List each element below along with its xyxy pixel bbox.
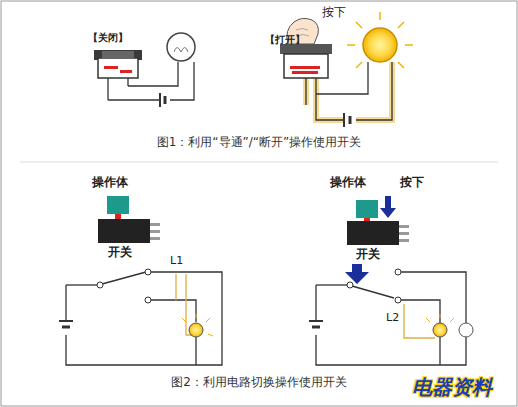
state-label: 【关闭】 xyxy=(88,32,128,44)
watermark: 电器资料 xyxy=(412,376,492,399)
switch-on xyxy=(280,12,413,127)
state-label: 【打开】 xyxy=(265,34,305,46)
part-label: 开关 xyxy=(356,248,380,262)
figure-caption: 图1：利用“导通”/“断开”操作使用开关 xyxy=(157,136,362,150)
changeover-circuit-right xyxy=(309,196,473,365)
part-label: 操作体 xyxy=(92,176,128,190)
part-label: 操作体 xyxy=(330,176,366,190)
switch-off xyxy=(94,33,195,107)
action-label: 按下 xyxy=(322,6,346,20)
figure-caption: 图2：利用电路切换操作使用开关 xyxy=(171,376,347,390)
changeover-circuit-left xyxy=(59,196,222,365)
lamp-label: L1 xyxy=(170,255,183,268)
part-label: 开关 xyxy=(108,246,132,260)
lamp-label: L2 xyxy=(386,312,399,325)
action-label: 按下 xyxy=(400,176,424,190)
